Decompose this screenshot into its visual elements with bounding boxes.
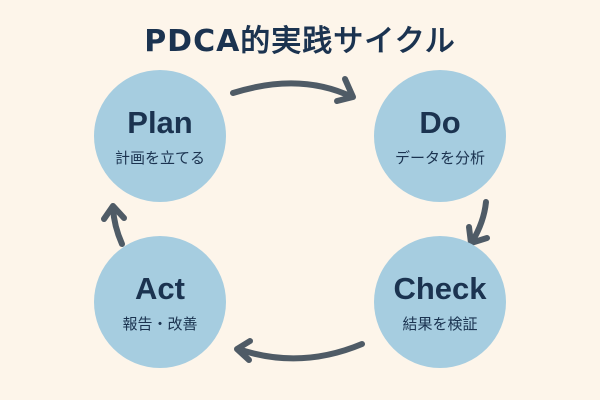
node-label: Check: [393, 270, 487, 306]
node-description: 結果を検証: [402, 314, 478, 333]
node-label: Do: [419, 104, 461, 140]
arrow-act-to-plan: [101, 203, 127, 247]
node-do: Do データを分析: [374, 70, 506, 202]
node-description: データを分析: [394, 148, 485, 167]
node-act: Act 報告・改善: [94, 236, 226, 368]
arrow-plan-to-do: [230, 76, 356, 104]
node-label: Act: [135, 270, 185, 306]
node-plan: Plan 計画を立てる: [94, 70, 226, 202]
node-description: 報告・改善: [122, 314, 198, 333]
node-check: Check 結果を検証: [374, 236, 506, 368]
arrow-check-to-act: [234, 338, 365, 363]
node-label: Plan: [127, 104, 193, 140]
node-description: 計画を立てる: [114, 148, 205, 167]
page-title: PDCA的実践サイクル: [144, 24, 456, 59]
arrow-do-to-check: [466, 199, 490, 246]
